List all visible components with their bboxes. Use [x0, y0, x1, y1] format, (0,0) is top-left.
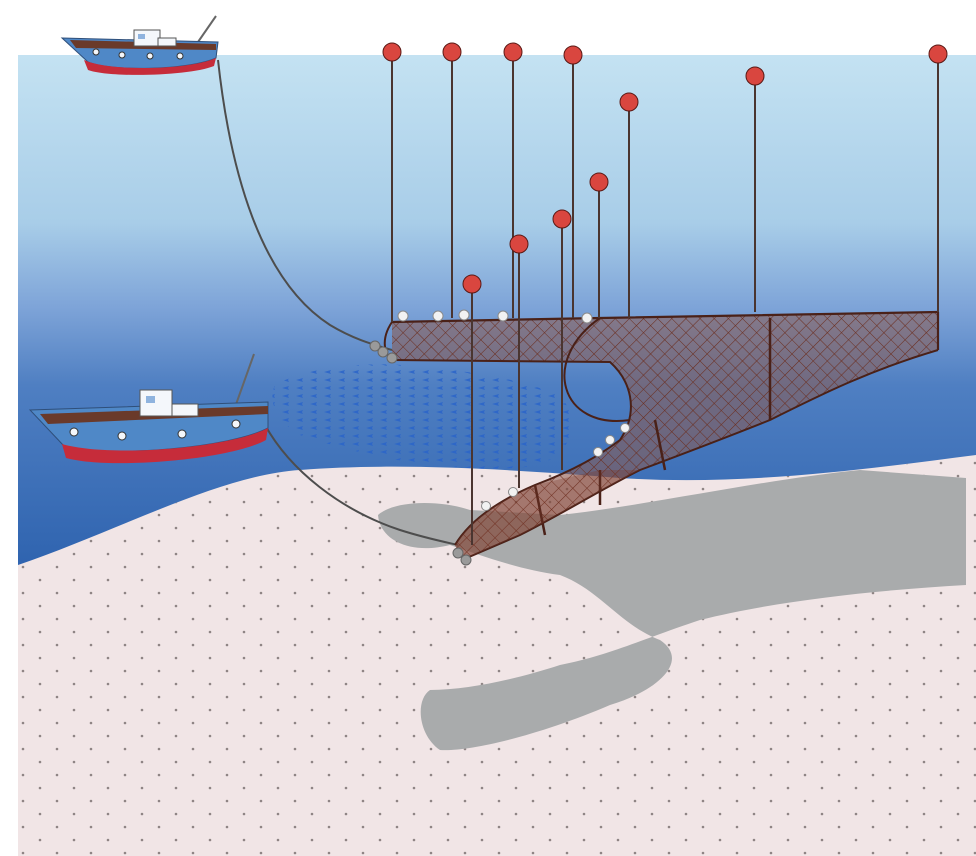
buoy-7: [928, 44, 948, 312]
net-shadow: [378, 470, 966, 751]
trawler-boat-bottom: [28, 353, 269, 464]
buoy-6: [745, 66, 765, 312]
buoy-3: [503, 42, 523, 318]
warp-cable-bottom: [264, 424, 459, 546]
warp-cable-top: [217, 59, 393, 351]
buoy-1: [382, 42, 402, 322]
buoy-9: [552, 209, 572, 470]
buoy-5: [619, 92, 639, 318]
headline-floats: [397, 309, 630, 511]
buoy-8: [589, 172, 609, 318]
marker-buoys: [382, 42, 948, 545]
fish-school: [272, 364, 572, 469]
buoy-11: [462, 274, 482, 545]
trawler-boat-top: [60, 15, 219, 75]
buoy-4: [563, 45, 583, 318]
buoy-2: [442, 42, 462, 318]
groundrope-bobbins: [369, 340, 472, 566]
buoy-10: [509, 234, 529, 488]
